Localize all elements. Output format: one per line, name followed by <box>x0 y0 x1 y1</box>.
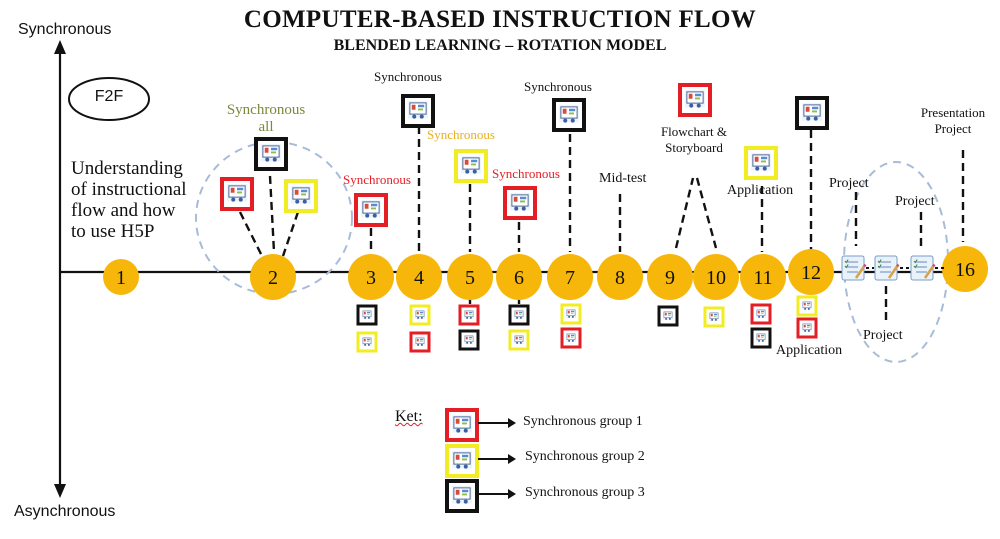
node-circle-5 <box>447 254 493 300</box>
node-label-5: 5 <box>465 267 475 289</box>
group-1-monitor-people-icon <box>458 304 480 326</box>
checklist-pencil-icon <box>873 254 900 282</box>
dashed-connectors <box>238 126 965 320</box>
group-3-monitor-people-icon <box>552 98 586 132</box>
checklist-pencil-icon <box>909 254 936 282</box>
group-circle-2 <box>195 141 353 295</box>
project-label-3: Project <box>863 328 903 343</box>
legend-item-2: Synchronous group 2 <box>525 449 645 464</box>
group-2-monitor-people-icon <box>454 149 488 183</box>
node-label-2: 2 <box>268 267 278 289</box>
node-circle-2 <box>250 254 296 300</box>
node-label-7: 7 <box>565 267 575 289</box>
project-icons <box>840 254 936 282</box>
sync-all-label: Synchronous all <box>226 102 306 135</box>
node-circle-9 <box>647 254 693 300</box>
group-3-monitor-people-icon <box>458 329 480 351</box>
group-3-monitor-people-icon <box>750 327 772 349</box>
node-label-3: 3 <box>366 267 376 289</box>
page-subtitle: BLENDED LEARNING – ROTATION MODEL <box>333 37 667 54</box>
group-icons <box>220 83 829 513</box>
legend-arrows <box>478 418 516 499</box>
group-1-monitor-people-icon <box>678 83 712 117</box>
node-circle-7 <box>547 254 593 300</box>
group-1-monitor-people-icon <box>354 193 388 227</box>
group-3-monitor-people-icon <box>795 96 829 130</box>
node-label-8: 8 <box>615 267 625 289</box>
node-circle-1 <box>103 259 139 295</box>
group-3-monitor-people-icon <box>356 304 378 326</box>
axis-bottom-label: Asynchronous <box>14 503 116 520</box>
intro-text: Understanding of instructional flow and … <box>71 158 187 242</box>
sync-label-7: Synchronous <box>524 79 592 94</box>
node-circle-4 <box>396 254 442 300</box>
sync-label-5: Synchronous <box>427 127 495 142</box>
node-circle-3 <box>348 254 394 300</box>
legend-group-3-monitor-people-icon <box>445 479 479 513</box>
group-3-monitor-people-icon <box>657 305 679 327</box>
node-label-9: 9 <box>665 267 675 289</box>
node-circle-12 <box>788 249 834 295</box>
axis-top-label: Synchronous <box>18 21 112 38</box>
node-circle-11 <box>740 254 786 300</box>
f2f-label: F2F <box>94 88 124 105</box>
page-title: COMPUTER-BASED INSTRUCTION FLOW <box>243 6 757 33</box>
group-1-monitor-people-icon <box>560 327 582 349</box>
f2f-oval <box>68 77 150 121</box>
legend-item-3: Synchronous group 3 <box>525 485 645 500</box>
group-2-monitor-people-icon <box>508 329 530 351</box>
arrow-down-icon <box>54 484 66 498</box>
project-label-1: Project <box>829 176 869 191</box>
group-2-monitor-people-icon <box>356 331 378 353</box>
legend-key-label: Ket: <box>395 408 423 425</box>
node-circle-6 <box>496 254 542 300</box>
arrow-up-icon <box>54 40 66 54</box>
arrow-right-icon <box>508 418 516 428</box>
arrow-right-icon <box>508 489 516 499</box>
sync-label-6: Synchronous <box>492 166 560 181</box>
group-2-monitor-people-icon <box>284 179 318 213</box>
group-2-monitor-people-icon <box>703 306 725 328</box>
node-circle-10 <box>693 254 739 300</box>
group-3-monitor-people-icon <box>508 304 530 326</box>
group-3-monitor-people-icon <box>254 137 288 171</box>
presentation-label: Presentation Project <box>920 105 986 136</box>
vertical-axis <box>54 40 66 498</box>
node-label-6: 6 <box>514 267 524 289</box>
midtest-label: Mid-test <box>599 171 647 186</box>
node-circle-16 <box>942 246 988 292</box>
group-3-monitor-people-icon <box>401 94 435 128</box>
node-label-11: 11 <box>753 267 772 289</box>
arrow-right-icon <box>508 454 516 464</box>
node-label-1: 1 <box>116 267 126 289</box>
group-2-monitor-people-icon <box>796 295 818 317</box>
group-1-monitor-people-icon <box>750 303 772 325</box>
legend-group-2-monitor-people-icon <box>445 444 479 478</box>
sync-label-3: Synchronous <box>343 172 411 187</box>
group-2-monitor-people-icon <box>409 304 431 326</box>
node-circle-8 <box>597 254 643 300</box>
legend-item-1: Synchronous group 1 <box>523 414 643 429</box>
sync-label-4: Synchronous <box>374 69 442 84</box>
project-label-2: Project <box>895 194 935 209</box>
node-label-4: 4 <box>414 267 424 289</box>
group-2-monitor-people-icon <box>560 303 582 325</box>
group-1-monitor-people-icon <box>503 186 537 220</box>
group-2-monitor-people-icon <box>744 146 778 180</box>
legend-group-1-monitor-people-icon <box>445 408 479 442</box>
node-label-12: 12 <box>801 262 821 284</box>
node-label-16: 16 <box>955 259 975 281</box>
group-1-monitor-people-icon <box>409 331 431 353</box>
application-bottom-label: Application <box>776 343 843 358</box>
flowchart-label: Flowchart & Storyboard <box>660 124 728 155</box>
checklist-pencil-icon <box>840 254 867 282</box>
node-label-10: 10 <box>706 267 726 289</box>
application-top-label: Application <box>727 183 794 198</box>
group-1-monitor-people-icon <box>796 317 818 339</box>
group-1-monitor-people-icon <box>220 177 254 211</box>
